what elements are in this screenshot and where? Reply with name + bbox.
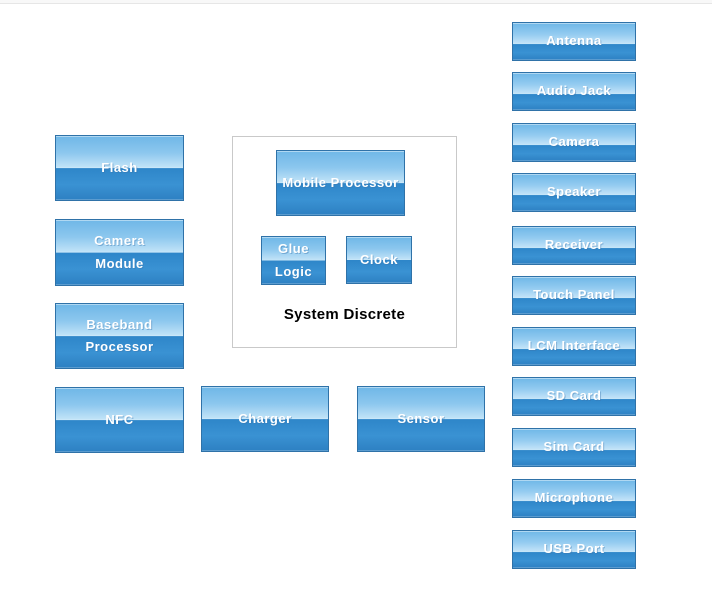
node-label: Logic — [274, 263, 313, 279]
node-camera: Camera — [512, 123, 636, 162]
node-label: USB Port — [543, 541, 605, 557]
node-touch-panel: Touch Panel — [512, 276, 636, 315]
node-antenna: Antenna — [512, 22, 636, 61]
top-border-strip — [0, 0, 712, 4]
node-sd-card: SD Card — [512, 377, 636, 416]
node-charger: Charger — [201, 386, 329, 452]
node-label: Audio Jack — [536, 83, 612, 99]
node-label: Mobile Processor — [282, 174, 399, 190]
node-label: Flash — [101, 159, 138, 175]
node-label: NFC — [105, 411, 134, 427]
node-label: Baseband — [86, 316, 153, 332]
node-label: Receiver — [544, 237, 604, 253]
node-label: Processor — [85, 339, 154, 354]
node-nfc: NFC — [55, 387, 184, 453]
node-label: Module — [95, 255, 144, 271]
node-label: LCM Interface — [527, 338, 621, 354]
node-label: Camera — [548, 134, 600, 150]
node-speaker: Speaker — [512, 173, 636, 212]
node-usb-port: USB Port — [512, 530, 636, 569]
node-label: Glue — [278, 241, 309, 257]
node-receiver: Receiver — [512, 226, 636, 265]
node-label: Sensor — [397, 410, 445, 426]
node-audio-jack: Audio Jack — [512, 72, 636, 111]
node-label: Clock — [360, 251, 398, 267]
node-sim-card: Sim Card — [512, 428, 636, 467]
node-label: Touch Panel — [533, 287, 615, 303]
system-discrete-label: System Discrete — [283, 306, 406, 323]
node-clock: Clock — [346, 236, 412, 284]
node-sensor: Sensor — [357, 386, 485, 452]
node-label: SD Card — [546, 388, 602, 404]
node-label: Charger — [238, 410, 292, 426]
node-label: Sim Card — [543, 439, 605, 455]
node-flash: Flash — [55, 135, 184, 201]
node-lcm-interface: LCM Interface — [512, 327, 636, 366]
node-label: Speaker — [546, 184, 602, 200]
node-microphone: Microphone — [512, 479, 636, 518]
node-label: Microphone — [534, 490, 614, 506]
node-mobile-processor: Mobile Processor — [276, 150, 405, 216]
node-label: Antenna — [546, 33, 602, 49]
node-label: Camera — [94, 233, 145, 249]
